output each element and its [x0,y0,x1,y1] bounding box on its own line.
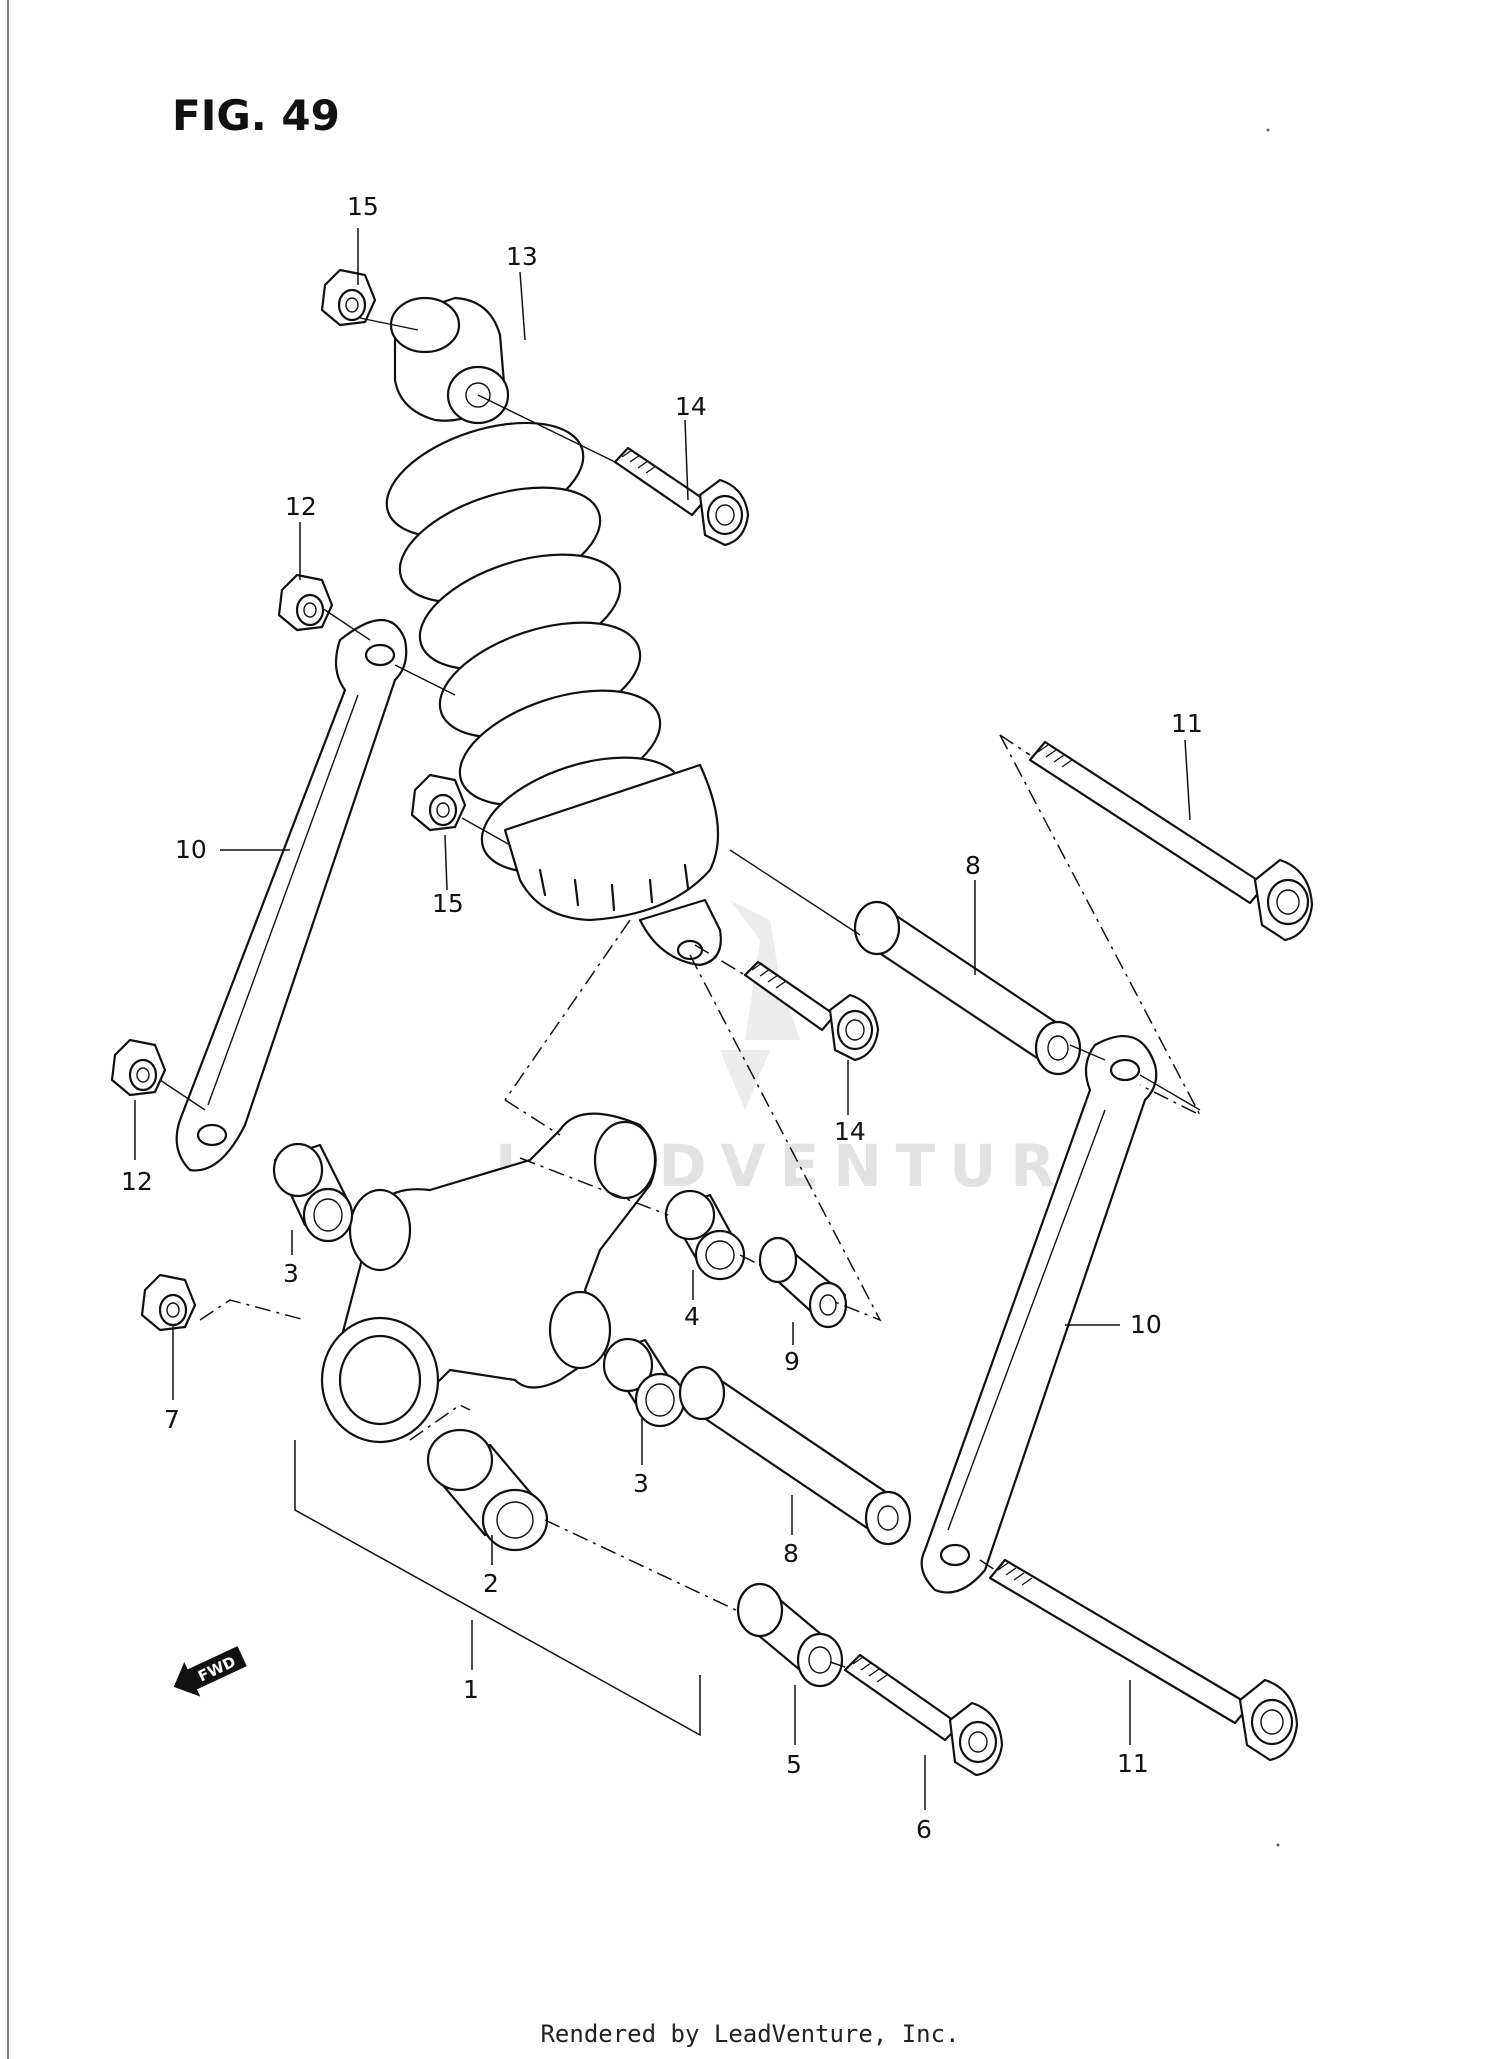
bearing-2 [426,1428,549,1552]
assembly-guide-lines [159,317,1202,1669]
callout-1: 1 [463,1675,479,1704]
bolt-11-lower [988,1558,1299,1762]
bearing-3-lower [602,1337,686,1428]
spacer-8-upper [853,900,1082,1076]
bolt-14-upper [613,446,750,547]
callout-8-upper: 8 [965,851,981,880]
callout-12-upper: 12 [285,492,317,521]
callout-9: 9 [784,1347,800,1376]
callout-14-lower: 14 [834,1117,866,1146]
footer-credit: Rendered by LeadVenture, Inc. [540,2020,960,2048]
callout-4: 4 [684,1302,700,1331]
scan-speck [1266,128,1270,132]
callout-11-lower: 11 [1117,1749,1149,1778]
bolt-6 [843,1653,1004,1777]
nut-7 [140,1273,197,1332]
callout-10-right: 10 [1130,1310,1162,1339]
bearing-4 [664,1189,746,1281]
callout-7: 7 [164,1405,180,1434]
cushion-lever [320,1112,657,1444]
bolt-11-upper [1028,740,1314,942]
callout-6: 6 [916,1815,932,1844]
spacer-8-lower [678,1365,912,1546]
callout-10-left: 10 [175,835,207,864]
link-rod-upper-left [175,618,408,1172]
forward-arrow-icon: FWD [173,1646,247,1697]
figure-title: FIG. 49 [172,91,340,140]
nut-12-upper [277,573,334,632]
callout-3-upper: 3 [283,1259,299,1288]
link-rod-lower-right [920,1035,1158,1594]
callout-8-lower: 8 [783,1539,799,1568]
callout-13: 13 [506,242,538,271]
callout-14-upper: 14 [675,392,707,421]
spacer-5 [736,1582,844,1688]
nut-12-lower [110,1038,167,1097]
leader-lines [134,228,1191,1810]
callout-12-lower: 12 [121,1167,153,1196]
callout-15-lower: 15 [432,889,464,918]
callout-2: 2 [483,1569,499,1598]
callout-3-lower: 3 [633,1469,649,1498]
callout-11-upper: 11 [1171,709,1203,738]
callout-5: 5 [786,1750,802,1779]
spacer-9 [758,1236,848,1329]
bolt-14-lower [743,960,880,1062]
callout-15-upper: 15 [347,192,379,221]
nut-15-upper [320,268,377,327]
scan-speck [1276,1843,1280,1847]
callout-labels: 15 13 14 12 11 10 15 8 14 12 3 4 9 10 7 … [121,192,1203,1844]
bearing-3-upper [272,1142,354,1243]
shock-absorber [385,296,722,967]
nut-15-lower [410,773,467,832]
bracket-item-1 [294,1440,701,1737]
